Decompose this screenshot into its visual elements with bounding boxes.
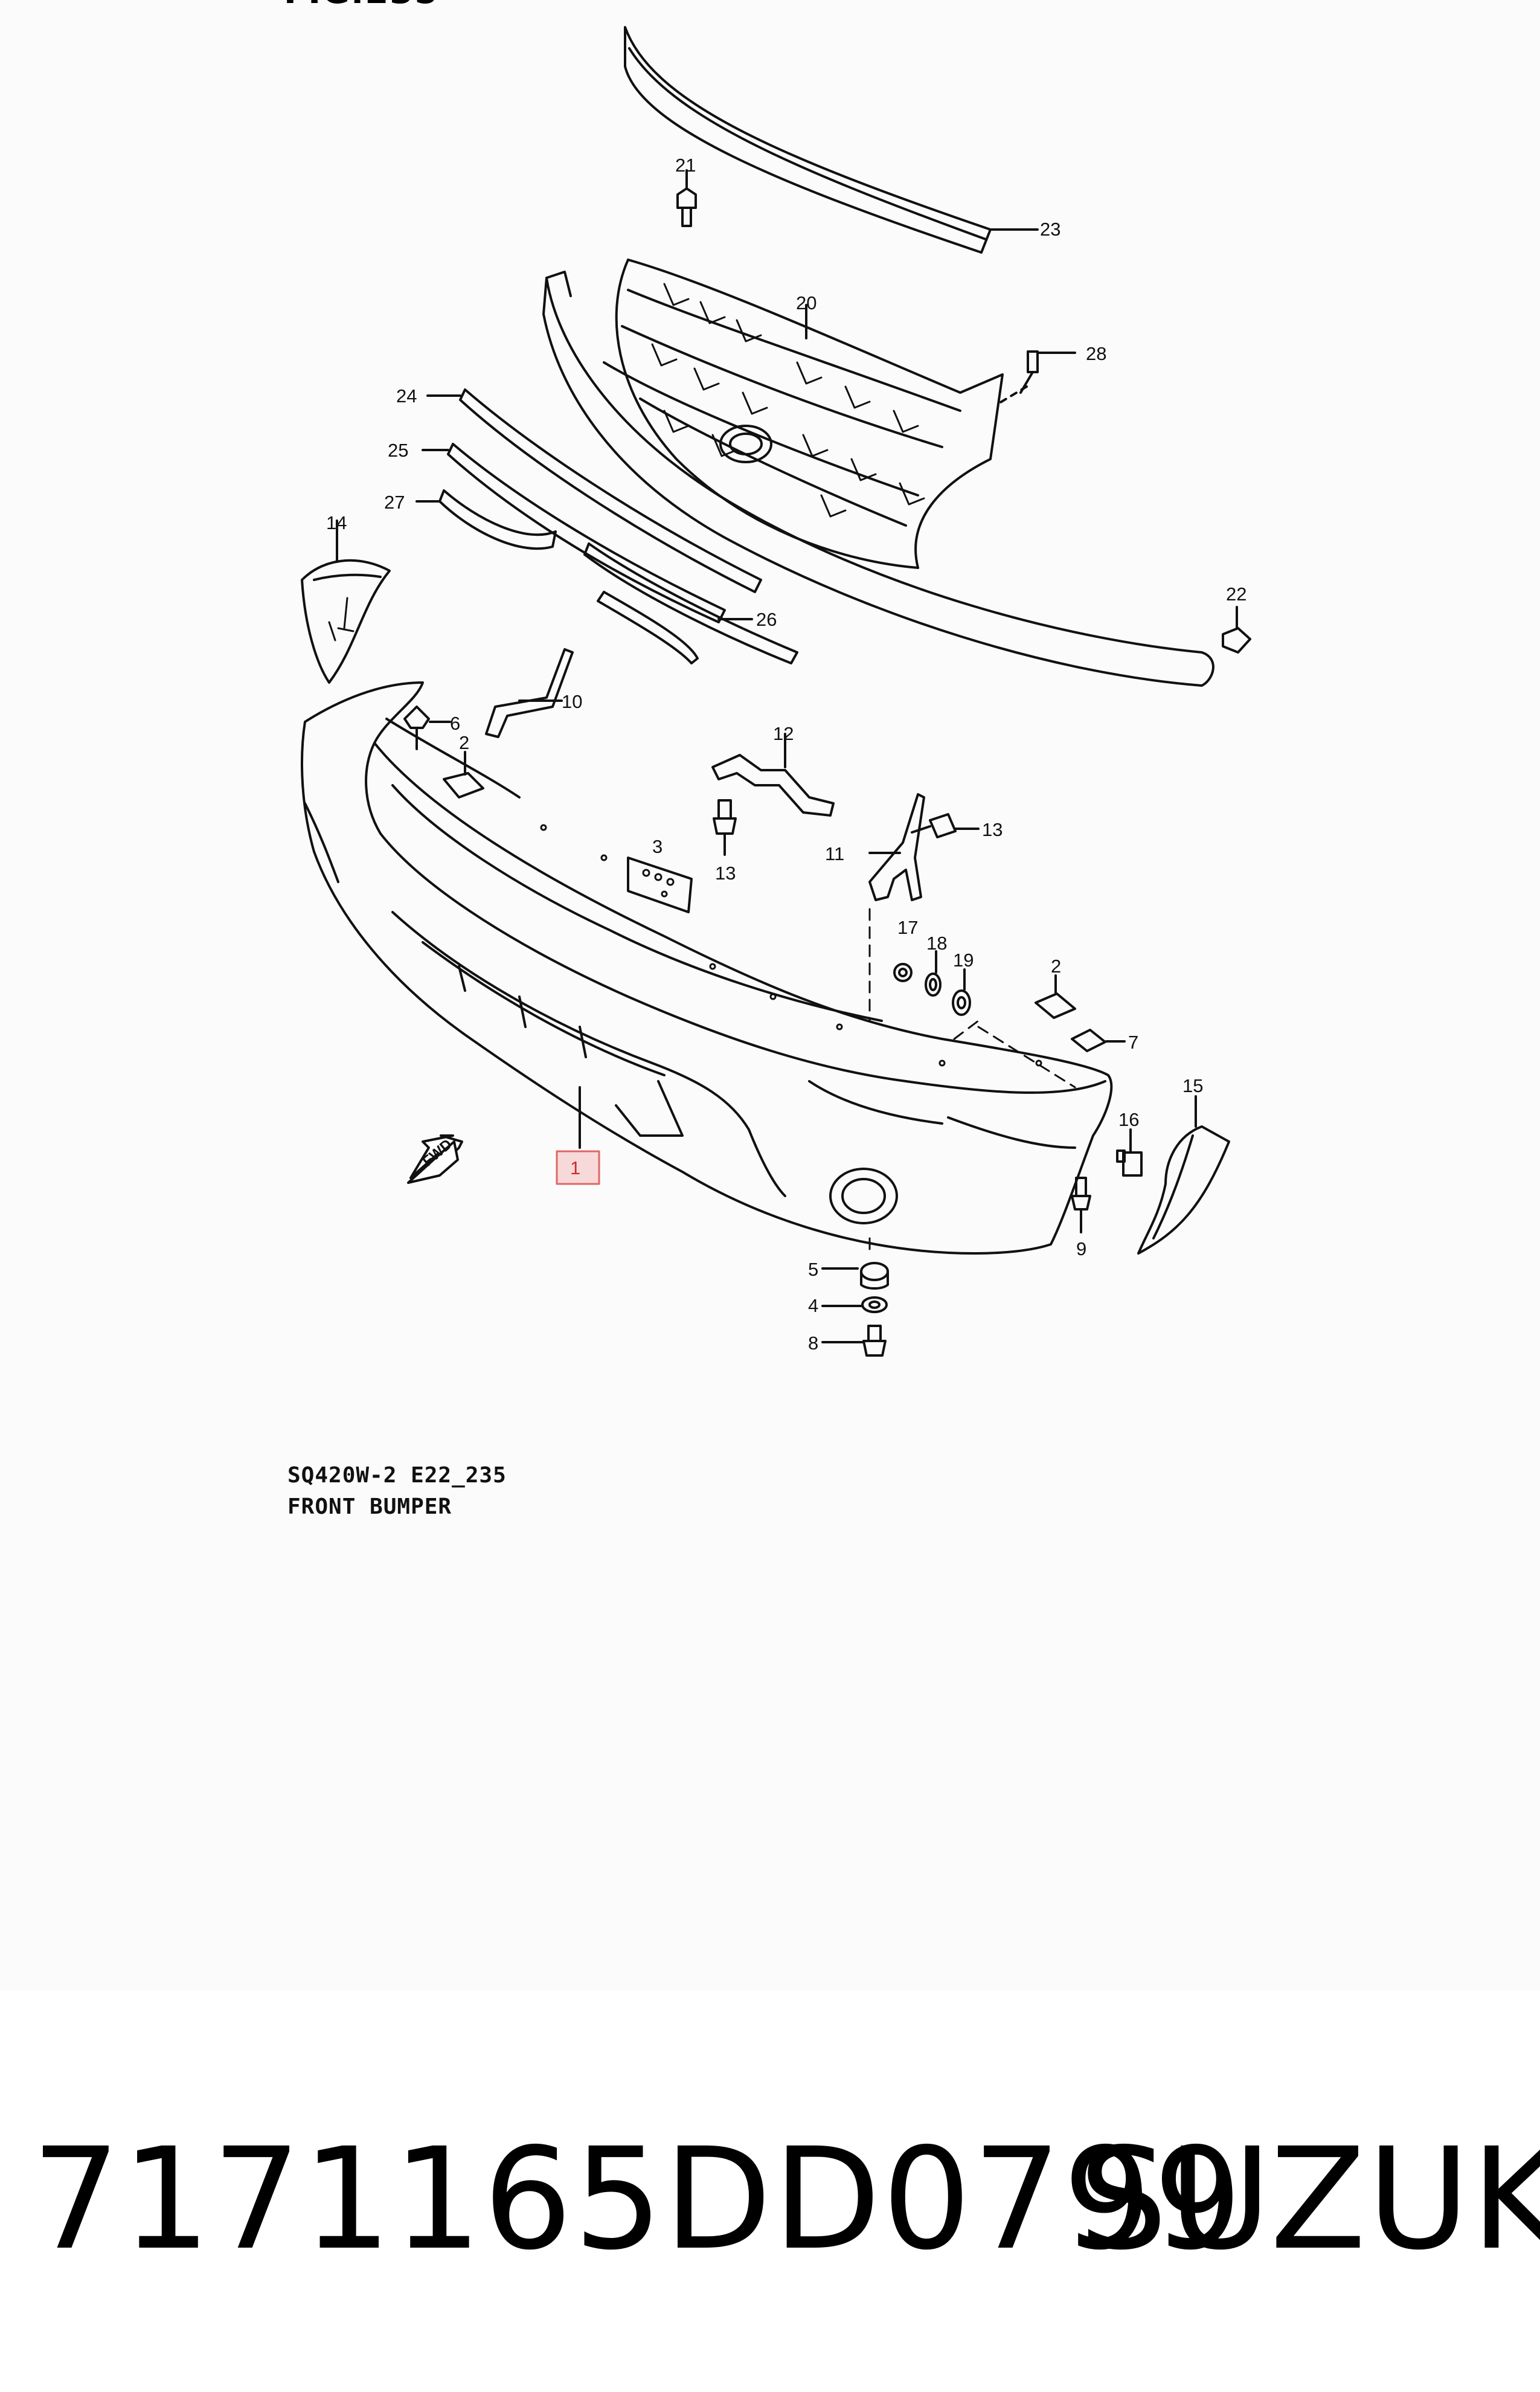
part-13-bolt-right	[911, 813, 980, 838]
part-4-nut	[821, 1296, 888, 1313]
callout-18: 18	[926, 933, 947, 954]
part-11-bracket	[868, 793, 925, 901]
callout-1: 1	[570, 1157, 580, 1178]
part-2-pad-right	[1035, 974, 1076, 1019]
callout-17: 17	[897, 917, 918, 938]
part-26-strip	[583, 542, 798, 664]
diagram-sheet: FIG.235	[284, 0, 1251, 1519]
part-19-washer	[952, 968, 971, 1016]
brand-name: SUZUKI	[1079, 2118, 1540, 2281]
callout-27: 27	[384, 492, 405, 513]
callout-7: 7	[1128, 1032, 1138, 1053]
callout-4: 4	[808, 1295, 818, 1316]
callout-16: 16	[1118, 1109, 1139, 1130]
callout-6: 6	[450, 713, 460, 734]
callout-11: 11	[825, 843, 844, 864]
part-20-grille	[542, 259, 1214, 687]
part-1-bumper	[301, 681, 1113, 1255]
callout-12: 12	[773, 723, 794, 744]
part-15-corner-piece	[1137, 1095, 1230, 1255]
part-10-bracket	[485, 648, 574, 738]
callout-labels: 1 2 2 3 4 5 6 7 8 9 10 11 12 13 13 14 15…	[326, 155, 1246, 1354]
callout-10: 10	[562, 691, 582, 712]
callout-22: 22	[1226, 584, 1246, 605]
part-8-bolt	[821, 1325, 887, 1357]
part-7-clip	[1071, 1029, 1126, 1052]
callout-15: 15	[1182, 1075, 1203, 1096]
parts-diagram: FWD 1 2 2 3 4 5 6 7 8 9 10 11 12 13 13 1…	[301, 26, 1251, 1357]
callout-2-left: 2	[459, 732, 469, 753]
part-17-nut	[893, 963, 913, 982]
part-2-pad-left	[443, 751, 484, 799]
group-name: FRONT BUMPER	[287, 1494, 452, 1519]
model-code: SQ420W-2 E22_235	[287, 1463, 507, 1488]
assembly-leader-lines	[868, 908, 1076, 1258]
callout-13-right: 13	[982, 819, 1003, 840]
fwd-direction-marker: FWD	[407, 1134, 463, 1184]
callout-23: 23	[1040, 219, 1060, 240]
part-3-plate	[627, 857, 693, 913]
callout-28: 28	[1086, 343, 1106, 364]
part-18-washer	[925, 950, 942, 997]
highlight-box-part-1	[556, 1150, 600, 1185]
part-28-screw	[995, 350, 1076, 406]
part-16-clip	[1116, 1128, 1143, 1177]
part-14-corner-bracket	[301, 519, 391, 684]
figure-title: FIG.235	[284, 0, 439, 11]
callout-20: 20	[796, 292, 817, 313]
callout-13-left: 13	[715, 863, 736, 884]
part-22-clip	[1222, 606, 1251, 654]
part-25-strip	[422, 443, 726, 623]
part-9-bolt	[1071, 1177, 1091, 1233]
callout-9: 9	[1076, 1238, 1086, 1259]
part-5-grommet	[821, 1262, 889, 1290]
part-24-strip	[426, 388, 762, 593]
part-13-bolt-left	[713, 799, 737, 856]
callout-14: 14	[326, 512, 347, 533]
part-27-strip	[415, 489, 557, 550]
callout-19: 19	[953, 950, 974, 971]
callout-25: 25	[388, 440, 408, 461]
callout-8: 8	[808, 1333, 818, 1354]
part-21-clip	[676, 169, 697, 227]
part-23-upper-moulding	[624, 26, 1039, 254]
callout-26: 26	[756, 609, 777, 630]
callout-2-right: 2	[1051, 956, 1061, 977]
part-12-bracket	[711, 733, 835, 817]
callout-24: 24	[396, 385, 417, 407]
callout-5: 5	[808, 1259, 818, 1280]
part-6-clip	[403, 706, 451, 750]
part-number: 7171165DD0799	[31, 2118, 1243, 2281]
callout-21: 21	[675, 155, 696, 176]
callout-3: 3	[652, 836, 663, 857]
